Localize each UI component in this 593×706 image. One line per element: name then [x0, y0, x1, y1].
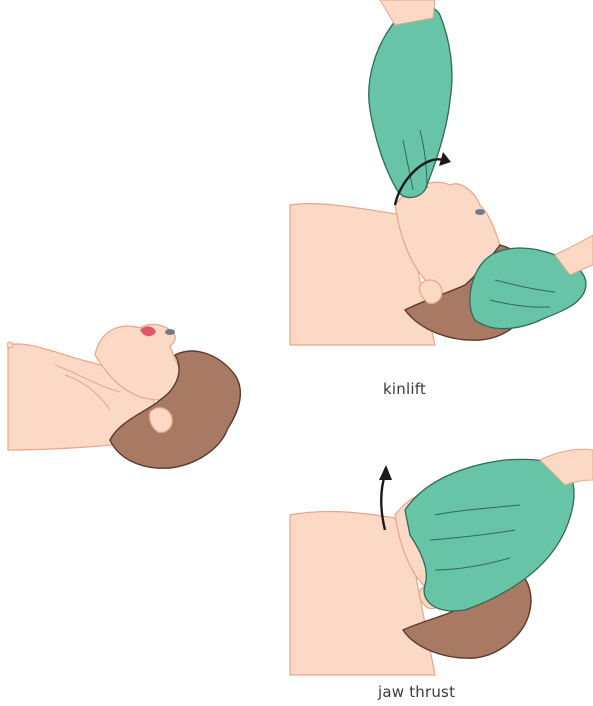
jaw-thrust-illustration	[285, 420, 593, 680]
glove-hand	[405, 459, 574, 611]
top-glove-hand	[369, 5, 452, 198]
chin-lift-illustration	[285, 0, 593, 350]
panel-chin-lift	[285, 0, 593, 350]
panel-jaw-thrust	[285, 420, 593, 680]
caption-jaw-thrust: jaw thrust	[378, 683, 455, 701]
shoulder-tip	[7, 342, 13, 348]
arrowhead-icon	[379, 465, 392, 480]
nostril-icon	[475, 209, 485, 215]
panel-head-unprotected	[0, 300, 260, 500]
caption-chin-lift: kinlift	[383, 380, 426, 398]
nostril-icon	[165, 329, 175, 335]
head-unprotected-illustration	[0, 300, 260, 500]
